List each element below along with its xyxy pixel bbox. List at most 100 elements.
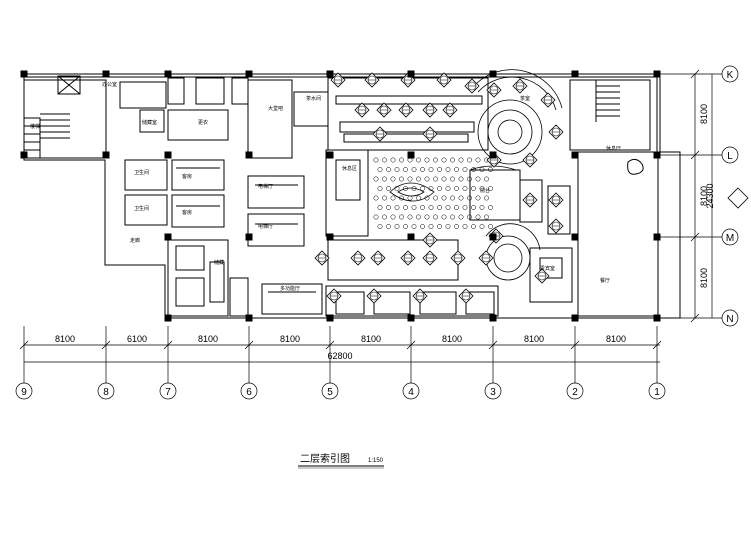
seat bbox=[450, 214, 455, 220]
right-axis-labels: K L M N 8100 8100 8100 24300 bbox=[699, 70, 734, 325]
axis-bubble-label: K bbox=[727, 70, 734, 81]
room-label: 楼梯 bbox=[30, 123, 40, 130]
seat bbox=[407, 214, 413, 220]
seat bbox=[424, 157, 430, 163]
seat bbox=[458, 157, 464, 163]
column bbox=[571, 233, 579, 241]
seat bbox=[416, 214, 421, 220]
seat bbox=[433, 157, 438, 163]
axis-dimension: 8100 bbox=[198, 334, 218, 344]
room-labels: 办公室 楼梯 储藏室 更衣 客房 客房 电梯厅 电梯厅 走廊 大堂吧 茶水间 储… bbox=[30, 81, 621, 292]
seat bbox=[433, 176, 438, 182]
seat bbox=[484, 176, 489, 182]
seat bbox=[471, 205, 476, 210]
axis-bubble-label: L bbox=[727, 151, 733, 162]
seat bbox=[420, 167, 425, 172]
seat bbox=[382, 195, 387, 201]
seat bbox=[479, 167, 485, 172]
index-marker bbox=[512, 78, 528, 94]
room-label: 前台 bbox=[480, 187, 490, 194]
seat bbox=[373, 157, 379, 163]
seat bbox=[437, 186, 442, 191]
seat bbox=[467, 195, 472, 201]
seat bbox=[488, 224, 493, 229]
room-label: 贵宾室 bbox=[540, 265, 555, 272]
seat bbox=[411, 205, 417, 210]
seat bbox=[416, 176, 421, 182]
axis-dimension: 8100 bbox=[361, 334, 381, 344]
column bbox=[20, 151, 28, 159]
index-marker bbox=[522, 152, 538, 168]
seat bbox=[394, 224, 400, 229]
axis-dimension: 8100 bbox=[699, 268, 709, 288]
column bbox=[164, 70, 172, 78]
seat bbox=[420, 224, 425, 229]
axis-bubble-label: 3 bbox=[490, 387, 496, 398]
seat bbox=[386, 205, 391, 210]
seat bbox=[390, 157, 396, 163]
seat bbox=[488, 186, 493, 191]
seat bbox=[399, 176, 404, 182]
room-label: 茶水间 bbox=[306, 95, 321, 102]
index-marker bbox=[458, 288, 474, 304]
right-axis bbox=[660, 65, 739, 327]
seat bbox=[479, 205, 485, 210]
seat bbox=[471, 224, 476, 229]
seat bbox=[475, 157, 481, 163]
axis-bubble-label: 2 bbox=[572, 387, 578, 398]
seating-dots bbox=[373, 157, 493, 229]
seat bbox=[450, 176, 455, 182]
index-marker bbox=[436, 72, 452, 88]
index-marker bbox=[422, 250, 438, 266]
index-marker bbox=[400, 250, 416, 266]
index-marker bbox=[478, 250, 494, 266]
axis-bubble-label: 6 bbox=[246, 387, 252, 398]
column bbox=[489, 70, 497, 78]
axis-dimension: 8100 bbox=[442, 334, 462, 344]
column bbox=[407, 70, 415, 78]
axis-dimension: 8100 bbox=[699, 104, 709, 124]
column bbox=[653, 70, 661, 78]
seat bbox=[475, 214, 481, 220]
column bbox=[20, 70, 28, 78]
seat bbox=[390, 195, 396, 201]
seat bbox=[454, 167, 459, 172]
index-marker bbox=[370, 250, 386, 266]
axis-dimension: 8100 bbox=[524, 334, 544, 344]
seat bbox=[467, 176, 472, 182]
index-marker bbox=[364, 72, 380, 88]
index-marker bbox=[330, 72, 346, 88]
room-label: 休息厅 bbox=[606, 145, 621, 152]
column bbox=[571, 151, 579, 159]
index-marker bbox=[522, 192, 538, 208]
room-label: 办公室 bbox=[102, 81, 117, 88]
room-label: 茶室 bbox=[520, 95, 530, 102]
index-marker bbox=[548, 192, 564, 208]
seat bbox=[454, 205, 459, 210]
seat bbox=[445, 205, 451, 210]
seat bbox=[394, 205, 400, 210]
seat bbox=[458, 195, 464, 201]
room-label: 餐厅 bbox=[600, 277, 610, 284]
seat bbox=[437, 167, 442, 172]
column bbox=[245, 70, 253, 78]
seat bbox=[403, 224, 408, 229]
seat bbox=[382, 214, 387, 220]
column bbox=[164, 151, 172, 159]
axis-bubble-label: 1 bbox=[654, 387, 660, 398]
seat bbox=[386, 224, 391, 229]
seat bbox=[411, 167, 417, 172]
axis-bubble-label: 9 bbox=[21, 387, 27, 398]
seat bbox=[445, 224, 451, 229]
index-marker bbox=[540, 92, 556, 108]
index-marker bbox=[350, 250, 366, 266]
room-label: 大堂吧 bbox=[268, 105, 283, 112]
axis-total: 24300 bbox=[705, 183, 715, 208]
seat bbox=[441, 195, 447, 201]
seat bbox=[433, 195, 438, 201]
index-marker bbox=[450, 250, 466, 266]
seat bbox=[399, 214, 404, 220]
index-marker bbox=[366, 288, 382, 304]
index-marker bbox=[372, 126, 388, 142]
seat bbox=[420, 205, 425, 210]
